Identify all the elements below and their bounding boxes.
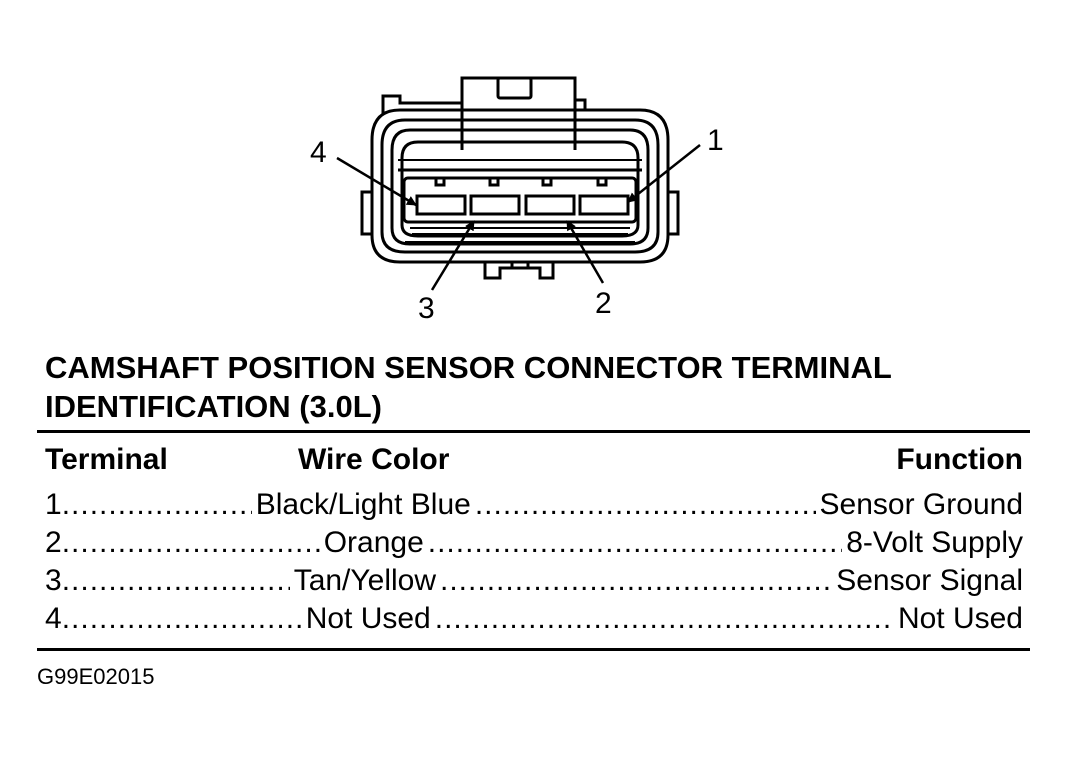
figure-id: G99E02015 (37, 664, 155, 689)
function: Sensor Signal (836, 564, 1023, 597)
dot-leader (62, 526, 320, 560)
dot-leader (428, 526, 842, 560)
terminal-number: 1 (45, 488, 62, 521)
wire-color: Not Used (305, 602, 431, 635)
table-title-line-1: CAMSHAFT POSITION SENSOR CONNECTOR TERMI… (45, 350, 892, 385)
terminal-table: 1 Black/Light Blue Sensor Ground 2 Orang… (45, 488, 1023, 640)
dot-leader (475, 488, 816, 522)
callout-4: 4 (310, 136, 327, 169)
table-row: 1 Black/Light Blue Sensor Ground (45, 488, 1023, 526)
terminal-number: 4 (45, 602, 62, 635)
terminal-number: 2 (45, 526, 62, 559)
table-row: 4 Not Used Not Used (45, 602, 1023, 640)
arrow-1 (627, 144, 701, 203)
function: Not Used (897, 602, 1023, 635)
wire-color: Tan/Yellow (293, 564, 437, 597)
dot-leader (435, 602, 894, 636)
wire-color: Black/Light Blue (255, 488, 471, 521)
callout-3: 3 (418, 292, 435, 325)
header-function: Function (896, 443, 1023, 476)
callout-1: 1 (707, 124, 724, 157)
table-title-line-2: IDENTIFICATION (3.0L) (45, 389, 382, 424)
dot-leader (62, 602, 302, 636)
table-row: 2 Orange 8-Volt Supply (45, 526, 1023, 564)
function: Sensor Ground (819, 488, 1023, 521)
arrow-2 (565, 220, 605, 284)
callout-arrows (336, 144, 701, 291)
connector-body (360, 76, 680, 280)
connector-diagram: 1 2 3 4 (310, 76, 724, 325)
wire-color: Orange (323, 526, 424, 559)
dot-leader (62, 488, 252, 522)
table-row: 3 Tan/Yellow Sensor Signal (45, 564, 1023, 602)
header-terminal: Terminal (45, 443, 168, 476)
callout-2: 2 (595, 287, 612, 320)
dot-leader (62, 564, 290, 598)
arrow-3 (430, 220, 476, 291)
header-wire-color: Wire Color (298, 443, 450, 476)
function: 8-Volt Supply (846, 526, 1023, 559)
top-divider (37, 430, 1030, 433)
bottom-divider (37, 648, 1030, 651)
arrow-4 (336, 156, 417, 207)
terminal-number: 3 (45, 564, 62, 597)
table-title: CAMSHAFT POSITION SENSOR CONNECTOR TERMI… (45, 348, 1035, 426)
dot-leader (440, 564, 832, 598)
